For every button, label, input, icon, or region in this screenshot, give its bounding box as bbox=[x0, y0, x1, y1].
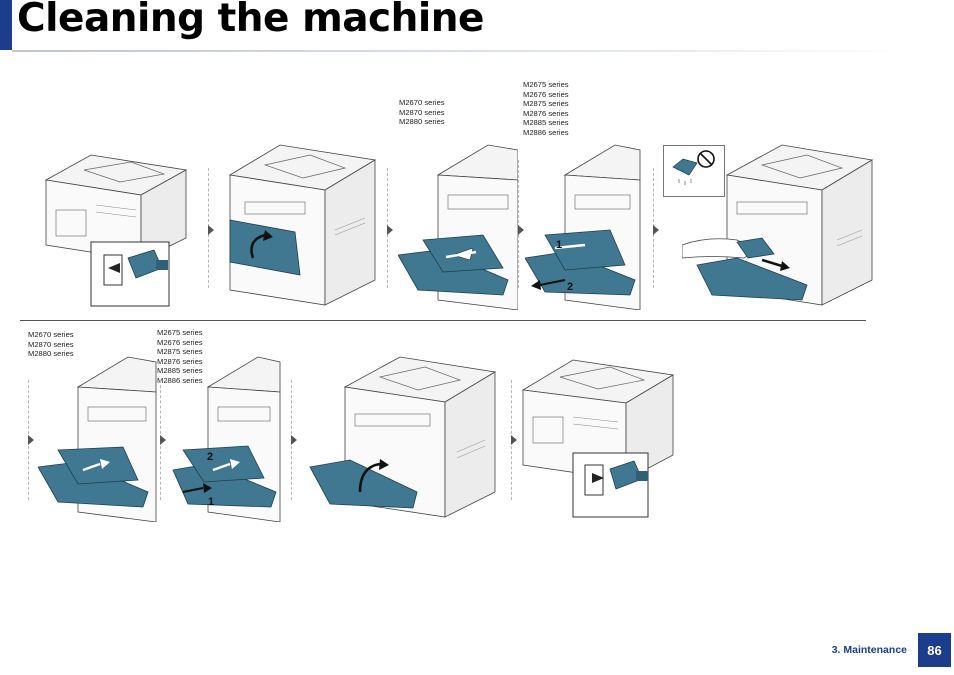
prohibited-icon bbox=[697, 150, 715, 168]
step-arrow-icon bbox=[511, 435, 517, 445]
page-number-badge: 86 bbox=[918, 633, 951, 667]
title-divider bbox=[12, 50, 912, 52]
step-insert-cartridge-b-illustration bbox=[172, 356, 281, 522]
series-label-group-a-row1: M2670 series M2870 series M2880 series bbox=[399, 98, 445, 127]
step-close-cover-illustration bbox=[309, 356, 497, 518]
step-arrow-icon bbox=[387, 225, 393, 235]
step-plug-in-illustration bbox=[521, 359, 675, 518]
step-unplug-illustration bbox=[44, 154, 188, 307]
step-remove-cartridge-a-illustration bbox=[398, 144, 518, 310]
callout-number: 2 bbox=[207, 451, 214, 463]
step-separator bbox=[518, 160, 519, 288]
step-arrow-icon bbox=[653, 225, 659, 235]
callout-number: 2 bbox=[567, 281, 574, 293]
page-title: Cleaning the machine bbox=[17, 0, 485, 41]
series-label-group-b-row2: M2675 series M2676 series M2875 series M… bbox=[157, 328, 203, 385]
step-open-cover-illustration bbox=[228, 144, 377, 306]
row-divider bbox=[20, 320, 866, 321]
callout-number: 1 bbox=[556, 239, 563, 251]
step-insert-cartridge-a-illustration bbox=[38, 356, 157, 522]
step-remove-cartridge-b-illustration bbox=[525, 144, 641, 310]
step-arrow-icon bbox=[208, 225, 214, 235]
step-arrow-icon bbox=[291, 435, 297, 445]
series-label-group-a-row2: M2670 series M2870 series M2880 series bbox=[28, 330, 74, 359]
series-label-group-b-row1: M2675 series M2676 series M2875 series M… bbox=[523, 80, 569, 137]
step-arrow-icon bbox=[160, 435, 166, 445]
title-accent-bar bbox=[0, 0, 12, 50]
step-arrow-icon bbox=[28, 435, 34, 445]
callout-number: 1 bbox=[208, 496, 215, 508]
footer-section-label: 3. Maintenance bbox=[831, 644, 907, 656]
step-arrow-icon bbox=[518, 225, 524, 235]
step-clean-inside-illustration bbox=[682, 144, 874, 306]
no-touch-warning-inset bbox=[663, 145, 725, 197]
